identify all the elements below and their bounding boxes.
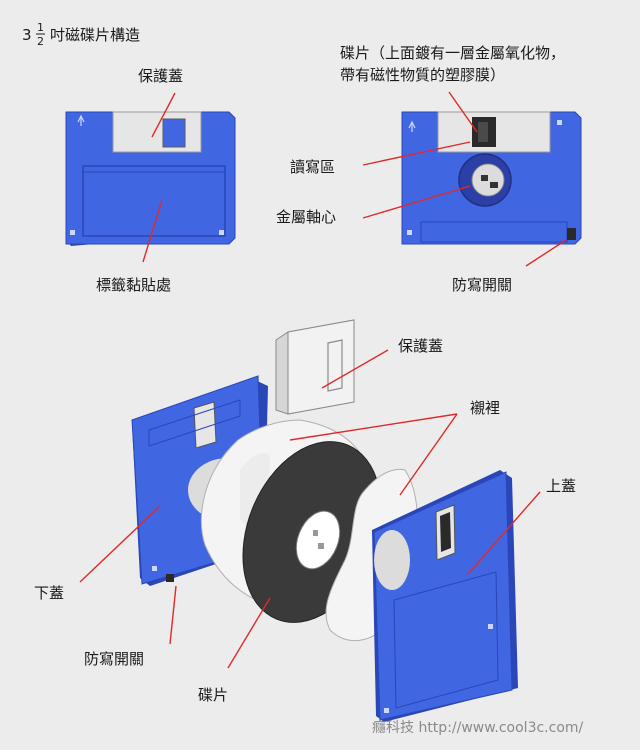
callout-back-read xyxy=(362,141,471,166)
insert-arrow-icon xyxy=(408,120,416,132)
front-label-area xyxy=(82,165,226,237)
callout-exploded-disk xyxy=(227,597,271,669)
label-exploded-write-protect: 防寫開關 xyxy=(84,650,144,668)
front-shutter-window xyxy=(162,118,186,148)
diagram-title: 3 1 2 吋磁碟片構造 xyxy=(22,21,140,48)
label-back-disk-line2: 帶有磁性物質的塑膠膜） xyxy=(340,66,505,84)
callout-lines xyxy=(79,91,567,669)
exploded-top-cover xyxy=(372,470,518,722)
callout-exploded-shutter xyxy=(321,349,389,389)
label-back-disk: 碟片（上面鍍有一層金屬氧化物， xyxy=(340,44,565,62)
watermark: 癮科技 http://www.cool3c.com/ xyxy=(372,719,584,736)
diagram-labels: 保護蓋 標籤黏貼處 碟片（上面鍍有一層金屬氧化物， 帶有磁性物質的塑膠膜） 讀寫… xyxy=(34,44,576,704)
label-back-write-protect: 防寫開關 xyxy=(452,276,512,294)
floppy-front-view xyxy=(65,111,236,246)
back-write-protect-tab xyxy=(567,228,576,240)
floppy-back-view xyxy=(401,111,582,245)
callout-liner-b xyxy=(399,413,458,496)
label-exploded-shutter: 保護蓋 xyxy=(398,337,443,355)
label-back-read-area: 讀寫區 xyxy=(290,158,335,176)
callout-front-shutter xyxy=(151,92,176,138)
callout-exploded-write-protect xyxy=(169,585,177,645)
exploded-shutter xyxy=(275,319,355,415)
floppy-exploded-view xyxy=(131,319,518,722)
front-shutter xyxy=(112,111,202,153)
callout-bottom-cover xyxy=(79,505,161,583)
callout-back-write-protect xyxy=(525,239,567,267)
insert-arrow-icon xyxy=(77,114,85,126)
label-front-label-area: 標籤黏貼處 xyxy=(96,276,171,294)
label-front-shutter: 保護蓋 xyxy=(138,67,183,85)
callout-liner-a xyxy=(289,413,458,441)
title-fraction-numerator: 1 xyxy=(37,21,44,34)
title-text: 吋磁碟片構造 xyxy=(50,26,140,44)
title-fraction-denominator: 2 xyxy=(37,35,44,48)
title-prefix: 3 xyxy=(22,26,32,44)
callout-top-cover xyxy=(467,491,541,575)
label-exploded-disk: 碟片 xyxy=(198,686,228,704)
callout-back-disk xyxy=(448,91,478,133)
callout-front-label xyxy=(142,199,163,263)
label-exploded-top-cover: 上蓋 xyxy=(546,477,576,495)
label-exploded-bottom-cover: 下蓋 xyxy=(34,584,64,602)
label-exploded-liner: 襯裡 xyxy=(470,399,500,417)
callout-back-hub xyxy=(362,185,471,219)
label-back-hub: 金屬軸心 xyxy=(276,208,336,226)
